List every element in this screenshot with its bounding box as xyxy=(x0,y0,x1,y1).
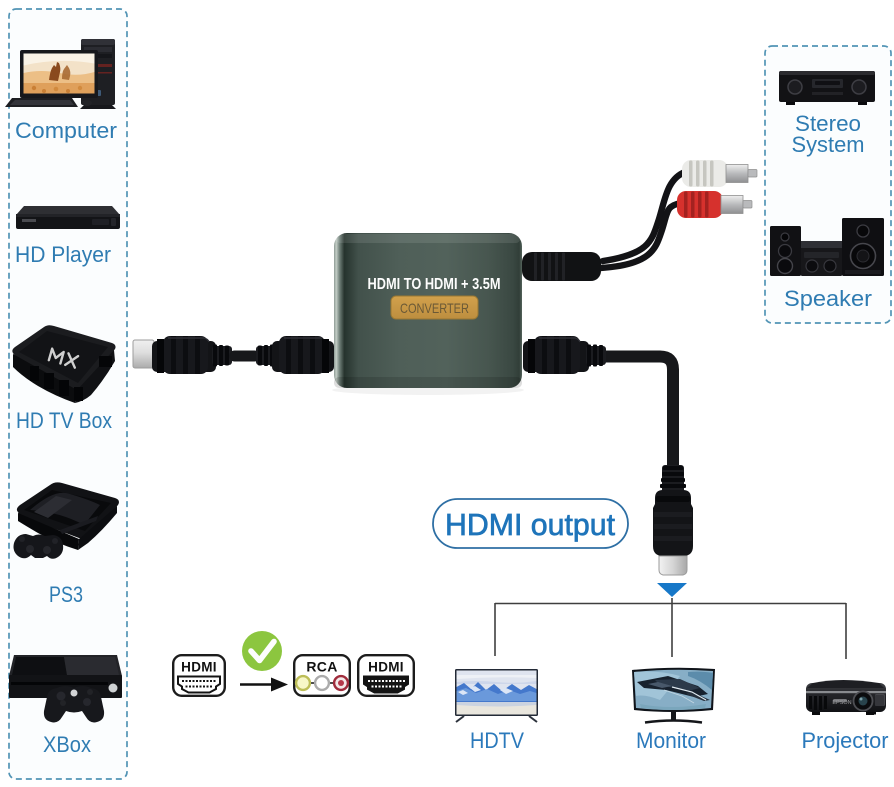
svg-text:EPSON: EPSON xyxy=(832,700,851,706)
svg-text:Stereo: Stereo xyxy=(795,111,861,136)
svg-text:PS3: PS3 xyxy=(49,582,83,607)
svg-text:System: System xyxy=(792,132,865,157)
svg-text:XBox: XBox xyxy=(43,732,91,757)
svg-text:Speaker: Speaker xyxy=(784,286,872,311)
svg-text:HD TV Box: HD TV Box xyxy=(16,408,112,433)
svg-text:HDMI TO HDMI + 3.5M: HDMI TO HDMI + 3.5M xyxy=(368,276,501,293)
svg-text:HDTV: HDTV xyxy=(470,728,524,753)
svg-text:Computer: Computer xyxy=(15,118,117,143)
svg-text:HDMI: HDMI xyxy=(181,660,217,675)
svg-text:HDMI output: HDMI output xyxy=(445,507,615,542)
svg-text:HD Player: HD Player xyxy=(15,242,111,267)
svg-text:Monitor: Monitor xyxy=(636,728,706,753)
svg-text:CONVERTER: CONVERTER xyxy=(400,300,469,316)
svg-text:RCA: RCA xyxy=(306,659,337,675)
svg-text:HDMI: HDMI xyxy=(368,660,404,675)
svg-text:Projector: Projector xyxy=(802,728,889,753)
